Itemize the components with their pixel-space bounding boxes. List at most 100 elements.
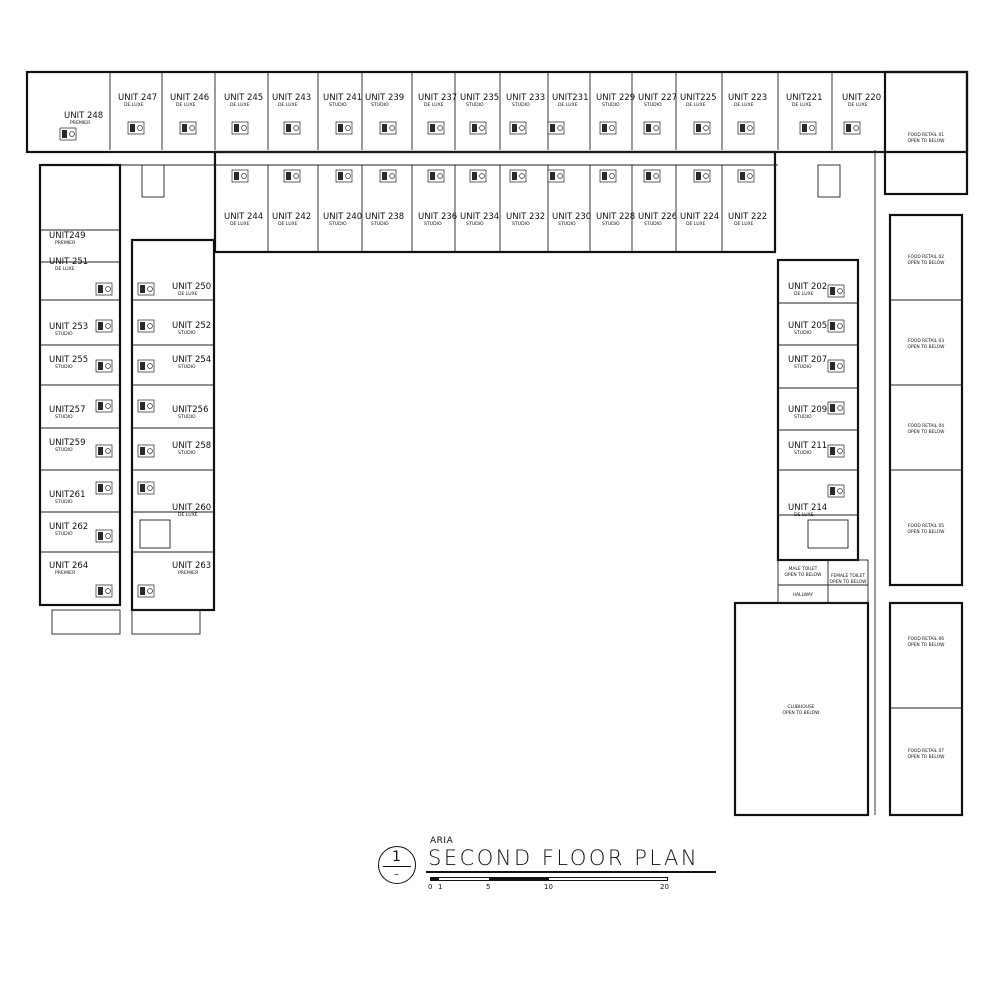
unit-label-245-name: UNIT 245 — [224, 93, 263, 103]
unit-label-242-type: DE LUXE — [278, 221, 298, 227]
shower-tray — [382, 172, 387, 180]
shower-tray — [740, 172, 745, 180]
unit-label-240-type: STUDIO — [329, 221, 347, 227]
toilet-fixture — [837, 323, 843, 329]
bathroom-fixture-cluster — [693, 121, 711, 135]
unit-label-231-type: DE LUXE — [558, 102, 578, 108]
unit-label-221-type: DE LUXE — [792, 102, 812, 108]
toilet-fixture — [837, 405, 843, 411]
unit-label-251-type: DE LUXE — [55, 266, 75, 272]
shower-tray — [286, 124, 291, 132]
bathroom-fixture-cluster — [599, 169, 617, 183]
unit-label-252-type: STUDIO — [178, 330, 196, 336]
shower-tray — [98, 402, 103, 410]
unit-label-235-type: STUDIO — [466, 102, 484, 108]
scale-tick-20: 20 — [660, 883, 669, 891]
toilet-fixture — [837, 288, 843, 294]
bathroom-fixture-cluster — [827, 484, 845, 498]
unit-label-259-type: STUDIO — [55, 447, 73, 453]
shower-tray — [140, 402, 145, 410]
shower-tray — [512, 124, 517, 132]
shower-tray — [512, 172, 517, 180]
shower-tray — [550, 172, 555, 180]
bathroom-fixture-cluster — [231, 169, 249, 183]
toilet-fixture — [147, 485, 153, 491]
bathroom-fixture-cluster — [95, 319, 113, 333]
retail-label-01-type: OPEN TO BELOW — [908, 138, 946, 144]
bathroom-fixture-cluster — [427, 121, 445, 135]
scale-tick-1: 1 — [438, 883, 443, 891]
bathroom-fixture-cluster — [643, 121, 661, 135]
bathroom-fixture-cluster — [137, 282, 155, 296]
unit-label-236-name: UNIT 236 — [418, 212, 457, 222]
unit-label-260-type: DE LUXE — [178, 512, 198, 518]
unit-label-256-name: UNIT256 — [172, 405, 209, 415]
north-wing-south-units — [213, 150, 777, 254]
unit-label-227-type: STUDIO — [644, 102, 662, 108]
bathroom-fixture-cluster — [379, 169, 397, 183]
unit-label-226-name: UNIT 226 — [638, 212, 677, 222]
unit-label-245-type: DE LUXE — [230, 102, 250, 108]
toilet-fixture — [189, 125, 195, 131]
hallway-label-name: HALLWAY — [793, 592, 814, 598]
bathroom-fixture-cluster — [137, 584, 155, 598]
unit-label-230-name: UNIT 230 — [552, 212, 591, 222]
shower-tray — [646, 172, 651, 180]
bathroom-fixture-cluster — [335, 121, 353, 135]
retail-label-01-name: FOOD RETAIL 01 — [908, 132, 944, 138]
unit-label-261-type: STUDIO — [55, 499, 73, 505]
bathroom-fixture-cluster — [827, 359, 845, 373]
bathroom-fixture-cluster — [799, 121, 817, 135]
unit-label-239-name: UNIT 239 — [365, 93, 404, 103]
unit-label-233-type: STUDIO — [512, 102, 530, 108]
clubhouse-label-name: CLUBHOUSE — [787, 704, 814, 710]
toilet-fixture — [105, 448, 111, 454]
unit-label-237-name: UNIT 237 — [418, 93, 457, 103]
shower-tray — [646, 124, 651, 132]
unit-label-262-name: UNIT 262 — [49, 522, 88, 532]
bathroom-fixture-cluster — [95, 481, 113, 495]
toilet-fixture — [105, 286, 111, 292]
shower-tray — [550, 124, 555, 132]
unit-label-250-name: UNIT 250 — [172, 282, 211, 292]
bathroom-fixture-cluster — [231, 121, 249, 135]
bathroom-fixture-cluster — [737, 169, 755, 183]
unit-label-261-name: UNIT261 — [49, 490, 86, 500]
bathroom-fixture-cluster — [137, 359, 155, 373]
shower-tray — [140, 322, 145, 330]
retail-label-03-type: OPEN TO BELOW — [908, 344, 946, 350]
clubhouse-label-type: OPEN TO BELOW — [783, 710, 821, 716]
bathroom-fixture-cluster — [127, 121, 145, 135]
bathroom-fixture-cluster — [379, 121, 397, 135]
bathroom-fixture-cluster — [843, 121, 861, 135]
toilet-fixture — [853, 125, 859, 131]
toilet-fixture — [653, 173, 659, 179]
toilet-fixture — [241, 125, 247, 131]
unit-label-246-type: DE LUXE — [176, 102, 196, 108]
unit-label-241-name: UNIT 241 — [323, 93, 362, 103]
unit-label-264-type: PREMIER — [55, 570, 76, 576]
bathroom-fixture-cluster — [469, 121, 487, 135]
retail-label-02-name: FOOD RETAIL 02 — [908, 254, 944, 260]
hallway-label: HALLWAY — [793, 592, 814, 598]
unit-label-255-name: UNIT 255 — [49, 355, 88, 365]
unit-label-257-type: STUDIO — [55, 414, 73, 420]
shower-tray — [286, 172, 291, 180]
bathroom-fixture-cluster — [827, 319, 845, 333]
bathroom-fixture-cluster — [283, 121, 301, 135]
